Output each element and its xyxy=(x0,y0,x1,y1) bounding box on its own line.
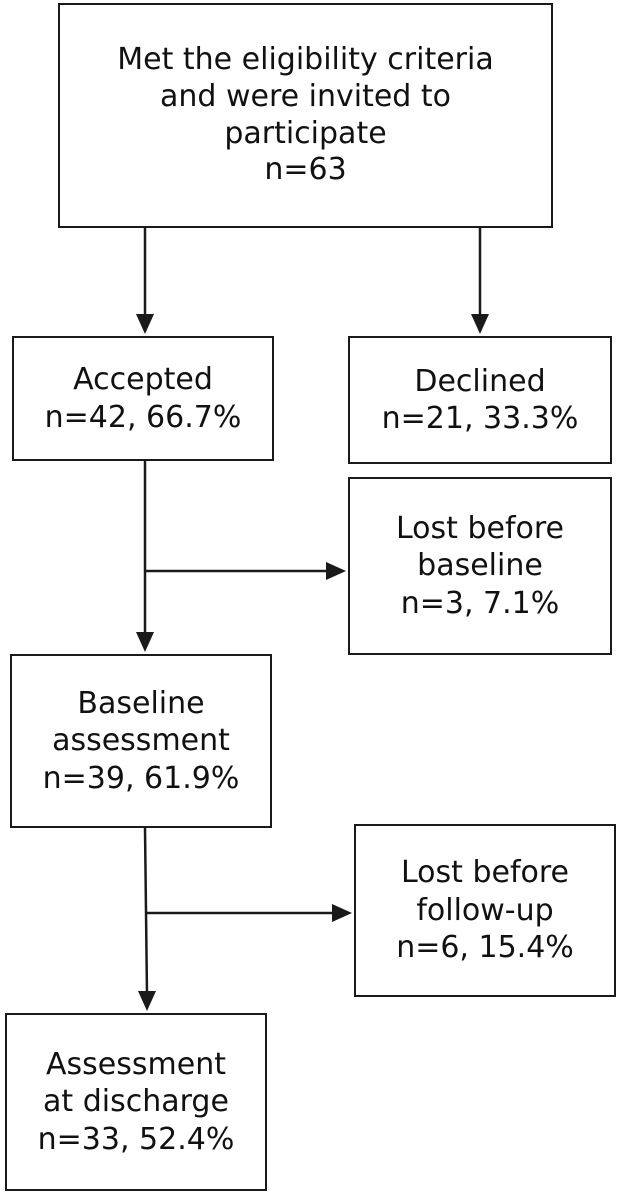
node-invited-line-2: and were invited to xyxy=(160,78,451,114)
node-assessment-at-discharge: Assessment at discharge n=33, 52.4% xyxy=(5,1013,267,1191)
node-baseline-line-1: Baseline xyxy=(77,685,205,721)
node-accepted: Accepted n=42, 66.7% xyxy=(12,336,274,461)
node-declined: Declined n=21, 33.3% xyxy=(348,336,612,464)
node-lost-baseline-line-2: baseline xyxy=(417,548,543,584)
node-lost-baseline-count: n=3, 7.1% xyxy=(400,585,560,621)
node-discharge-line-2: at discharge xyxy=(43,1084,229,1120)
node-lost-before-followup: Lost before follow-up n=6, 15.4% xyxy=(354,824,616,997)
node-invited-line-3: participate xyxy=(224,115,387,151)
node-lost-before-baseline: Lost before baseline n=3, 7.1% xyxy=(348,477,612,655)
node-baseline-count: n=39, 61.9% xyxy=(42,760,240,796)
node-baseline-assessment: Baseline assessment n=39, 61.9% xyxy=(10,654,272,828)
node-accepted-count: n=42, 66.7% xyxy=(44,399,242,435)
node-lost-baseline-line-1: Lost before xyxy=(395,510,565,546)
node-discharge-count: n=33, 52.4% xyxy=(37,1121,235,1157)
node-accepted-label: Accepted xyxy=(73,362,213,397)
node-lost-followup-count: n=6, 15.4% xyxy=(396,930,574,966)
arrowhead-lost-followup xyxy=(332,904,352,922)
node-declined-label: Declined xyxy=(414,363,546,399)
node-invited-line-1: Met the eligibility criteria xyxy=(117,42,494,78)
node-lost-followup-line-1: Lost before xyxy=(400,855,570,891)
node-invited: Met the eligibility criteria and were in… xyxy=(58,3,553,228)
arrowhead-discharge xyxy=(138,991,156,1011)
edge-baseline-discharge xyxy=(143,827,149,996)
node-baseline-line-2: assessment xyxy=(52,723,230,759)
arrowhead-declined xyxy=(471,314,489,334)
node-lost-followup-line-2: follow-up xyxy=(416,892,554,928)
arrowhead-accepted xyxy=(136,314,154,334)
arrowhead-lost-baseline xyxy=(326,562,346,580)
node-discharge-line-1: Assessment xyxy=(46,1046,226,1082)
node-invited-count: n=63 xyxy=(264,152,347,188)
arrowhead-baseline xyxy=(136,632,154,652)
node-declined-count: n=21, 33.3% xyxy=(381,401,579,436)
